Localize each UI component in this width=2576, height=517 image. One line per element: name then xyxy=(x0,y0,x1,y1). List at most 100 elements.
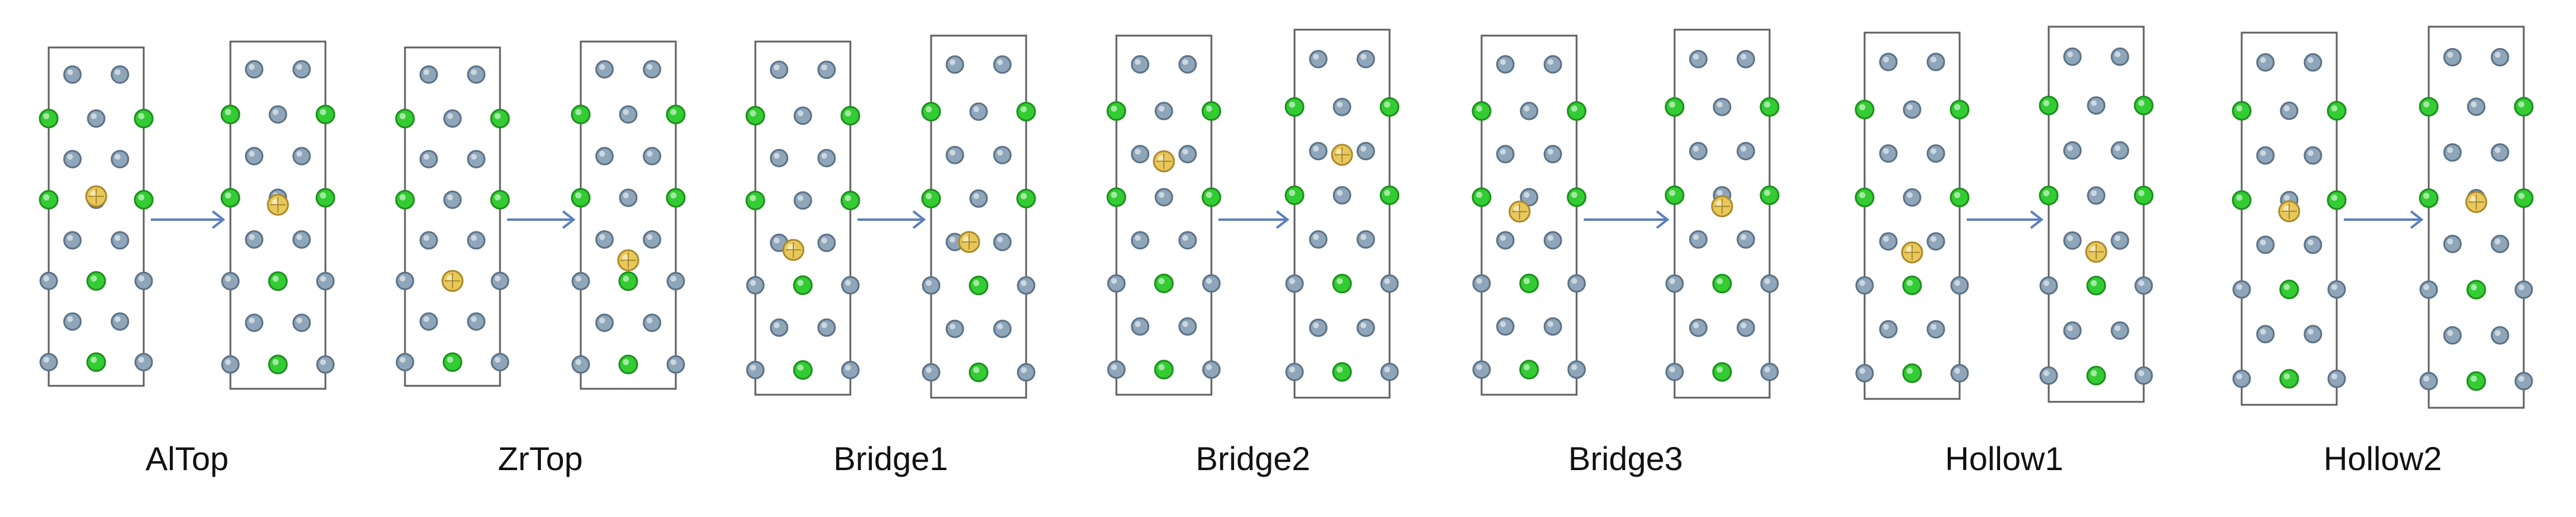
green-atom-icon xyxy=(2419,188,2439,208)
arrow-icon xyxy=(507,210,576,229)
slab-after-hollow2 xyxy=(2419,26,2534,409)
grey-atom-icon xyxy=(666,272,685,291)
green-atom-icon xyxy=(618,354,638,375)
grey-atom-icon xyxy=(1285,274,1304,293)
grey-atom-icon xyxy=(1107,274,1126,293)
grey-atom-icon xyxy=(1855,276,1874,295)
green-atom-icon xyxy=(1332,362,1352,382)
green-atom-icon xyxy=(220,104,240,125)
yellow-adsorbate-icon xyxy=(617,249,640,272)
grey-atom-icon xyxy=(2063,141,2082,160)
grey-atom-icon xyxy=(2419,280,2438,299)
yellow-adsorbate-icon xyxy=(267,194,289,216)
grey-atom-icon xyxy=(110,150,129,169)
grey-atom-icon xyxy=(268,105,287,124)
green-atom-icon xyxy=(2232,190,2252,210)
grey-atom-icon xyxy=(467,65,486,84)
green-atom-icon xyxy=(134,190,154,210)
green-atom-icon xyxy=(1759,185,1780,205)
green-atom-icon xyxy=(2466,371,2486,391)
green-atom-icon xyxy=(395,190,415,210)
green-atom-icon xyxy=(1902,363,1922,383)
grey-atom-icon xyxy=(1567,274,1586,293)
grey-atom-icon xyxy=(1665,274,1684,293)
grey-atom-icon xyxy=(1356,50,1375,69)
grey-atom-icon xyxy=(619,188,638,207)
grey-atom-icon xyxy=(292,230,311,249)
green-atom-icon xyxy=(442,352,463,372)
grey-atom-icon xyxy=(1309,230,1328,249)
yellow-adsorbate-icon xyxy=(2085,240,2107,263)
green-atom-icon xyxy=(2039,96,2059,116)
green-atom-icon xyxy=(315,188,336,208)
green-atom-icon xyxy=(1712,274,1732,294)
grey-atom-icon xyxy=(221,272,240,291)
grey-atom-icon xyxy=(1689,318,1708,337)
cell-frame xyxy=(2047,26,2145,403)
grey-atom-icon xyxy=(1472,360,1491,379)
grey-atom-icon xyxy=(292,147,311,166)
green-atom-icon xyxy=(921,102,941,122)
grey-atom-icon xyxy=(2232,280,2251,299)
green-atom-icon xyxy=(2134,96,2154,116)
grey-atom-icon xyxy=(245,230,264,249)
grey-atom-icon xyxy=(63,231,82,250)
grey-atom-icon xyxy=(221,355,240,374)
yellow-adsorbate-icon xyxy=(2278,200,2300,223)
green-atom-icon xyxy=(1471,187,1492,207)
green-atom-icon xyxy=(793,275,813,296)
green-atom-icon xyxy=(490,109,510,129)
grey-atom-icon xyxy=(467,312,486,331)
green-atom-icon xyxy=(1016,102,1036,122)
grey-atom-icon xyxy=(993,145,1012,164)
configuration-label-zrtop: ZrTop xyxy=(498,440,583,477)
grey-atom-icon xyxy=(1131,145,1150,164)
grey-atom-icon xyxy=(1879,144,1898,163)
grey-atom-icon xyxy=(746,360,765,379)
green-atom-icon xyxy=(1106,101,1126,121)
grey-atom-icon xyxy=(595,60,614,79)
green-atom-icon xyxy=(2514,188,2534,208)
slab-after-bridge1 xyxy=(921,34,1036,399)
cell-frame xyxy=(2240,31,2338,406)
cell-frame xyxy=(404,46,501,387)
grey-atom-icon xyxy=(395,271,414,290)
arrow-icon xyxy=(1219,210,1290,229)
grey-atom-icon xyxy=(1543,55,1562,74)
grey-atom-icon xyxy=(922,363,941,382)
grey-atom-icon xyxy=(2256,325,2275,344)
grey-atom-icon xyxy=(395,353,414,372)
green-atom-icon xyxy=(1106,187,1126,207)
green-atom-icon xyxy=(969,275,989,296)
green-atom-icon xyxy=(2134,185,2154,205)
grey-atom-icon xyxy=(2443,143,2462,162)
grey-atom-icon xyxy=(443,191,462,209)
cell-frame xyxy=(1863,31,1961,400)
grey-atom-icon xyxy=(1520,188,1539,207)
grey-atom-icon xyxy=(2256,146,2275,165)
grey-atom-icon xyxy=(2514,372,2533,391)
grey-atom-icon xyxy=(595,147,614,166)
grey-atom-icon xyxy=(1496,55,1515,74)
green-atom-icon xyxy=(969,362,989,382)
grey-atom-icon xyxy=(1178,231,1197,250)
slab-before-zrtop xyxy=(395,46,510,387)
grey-atom-icon xyxy=(1903,100,1922,119)
grey-atom-icon xyxy=(746,276,765,295)
grey-atom-icon xyxy=(1380,274,1399,293)
green-atom-icon xyxy=(2466,280,2486,300)
grey-atom-icon xyxy=(1520,102,1539,120)
grey-atom-icon xyxy=(1154,188,1173,207)
green-atom-icon xyxy=(2514,97,2534,117)
grey-atom-icon xyxy=(245,147,264,166)
grey-atom-icon xyxy=(817,148,836,167)
grey-atom-icon xyxy=(841,360,860,379)
green-atom-icon xyxy=(1284,185,1305,205)
grey-atom-icon xyxy=(2303,146,2322,165)
grey-atom-icon xyxy=(1107,360,1126,379)
grey-atom-icon xyxy=(643,147,662,166)
grey-atom-icon xyxy=(770,148,789,167)
grey-atom-icon xyxy=(2039,366,2058,385)
configuration-label-altop: AlTop xyxy=(145,440,229,477)
green-atom-icon xyxy=(1379,97,1400,117)
